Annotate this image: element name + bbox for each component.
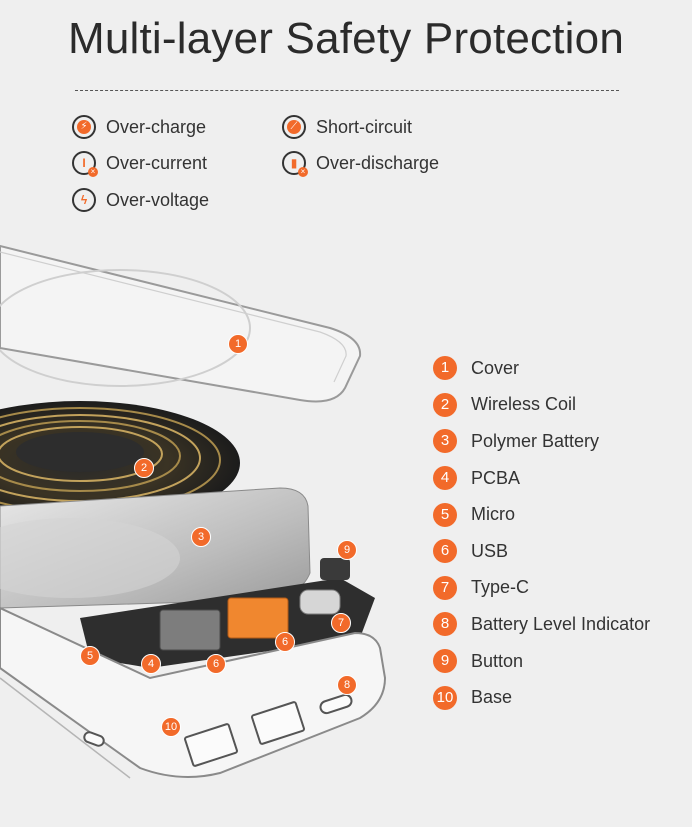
legend-label: USB (471, 540, 509, 561)
feature-label: Over-current (106, 152, 208, 173)
feature-over-voltage: ϟ Over-voltage (72, 188, 209, 212)
legend-item-pcba: 4 PCBA (433, 460, 650, 497)
feature-over-current: I× Over-current (72, 151, 208, 177)
feature-label: Over-charge (106, 116, 207, 137)
legend-label: Type-C (471, 577, 530, 598)
legend-label: Wireless Coil (471, 394, 577, 415)
legend-item-wireless-coil: 2 Wireless Coil (433, 387, 650, 424)
callout-usb-orange: 6 (275, 632, 295, 652)
number-badge: 2 (433, 392, 457, 417)
legend-label: Cover (471, 357, 520, 378)
number-badge: 7 (433, 575, 457, 600)
callout-polymer-battery: 3 (191, 527, 211, 547)
pcba-layer (80, 558, 375, 668)
legend-label: Battery Level Indicator (471, 613, 651, 634)
number-badge: 4 (433, 466, 457, 491)
feature-label: Over-discharge (316, 152, 440, 173)
callout-cover: 1 (228, 334, 248, 354)
cover-layer (0, 244, 362, 403)
legend-label: Polymer Battery (471, 430, 600, 451)
number-badge: 9 (433, 649, 457, 674)
short-circuit-icon: ⟋ (282, 115, 306, 139)
callout-pcba: 4 (141, 654, 161, 674)
current-icon: I× (72, 151, 98, 177)
callout-button: 9 (337, 540, 357, 560)
legend-label: Base (471, 687, 513, 708)
callout-usb: 6 (206, 654, 226, 674)
feature-label: Short-circuit (316, 116, 413, 137)
legend-label: Button (471, 650, 524, 671)
legend-item-type-c: 7 Type-C (433, 570, 650, 607)
number-badge: 6 (433, 539, 457, 564)
callout-micro: 5 (80, 646, 100, 666)
number-badge: 5 (433, 502, 457, 527)
number-badge: 3 (433, 429, 457, 454)
legend-item-polymer-battery: 3 Polymer Battery (433, 423, 650, 460)
feature-short-circuit: ⟋ Short-circuit (282, 115, 412, 139)
legend-item-base: 10 Base (433, 679, 650, 716)
legend-item-button: 9 Button (433, 643, 650, 680)
legend-item-battery-level-indicator: 8 Battery Level Indicator (433, 606, 650, 643)
legend-label: Micro (471, 504, 515, 525)
lightning-icon: ϟ (72, 188, 96, 212)
legend-label: PCBA (471, 467, 521, 488)
number-badge: 8 (433, 612, 457, 637)
feature-over-discharge: ▮× Over-discharge (282, 151, 440, 177)
shield-icon: ⚡ (72, 115, 96, 139)
feature-over-charge: ⚡ Over-charge (72, 115, 206, 139)
callout-base: 10 (161, 717, 181, 737)
number-badge: 10 (433, 685, 457, 710)
power-bank-exploded-view (0, 244, 387, 779)
legend-item-micro: 5 Micro (433, 496, 650, 533)
callout-battery-level-indicator: 8 (337, 675, 357, 695)
polymer-battery-layer (0, 487, 311, 609)
number-badge: 1 (433, 356, 457, 381)
legend-item-cover: 1 Cover (433, 350, 650, 387)
feature-label: Over-voltage (106, 189, 210, 210)
dashed-divider (75, 90, 619, 91)
legend-item-usb: 6 USB (433, 533, 650, 570)
callout-type-c: 7 (331, 613, 351, 633)
page-title: Multi-layer Safety Protection (67, 14, 624, 63)
callout-wireless-coil: 2 (134, 458, 154, 478)
battery-icon: ▮× (282, 151, 308, 177)
component-legend: 1 Cover 2 Wireless Coil 3 Polymer Batter… (433, 350, 650, 716)
